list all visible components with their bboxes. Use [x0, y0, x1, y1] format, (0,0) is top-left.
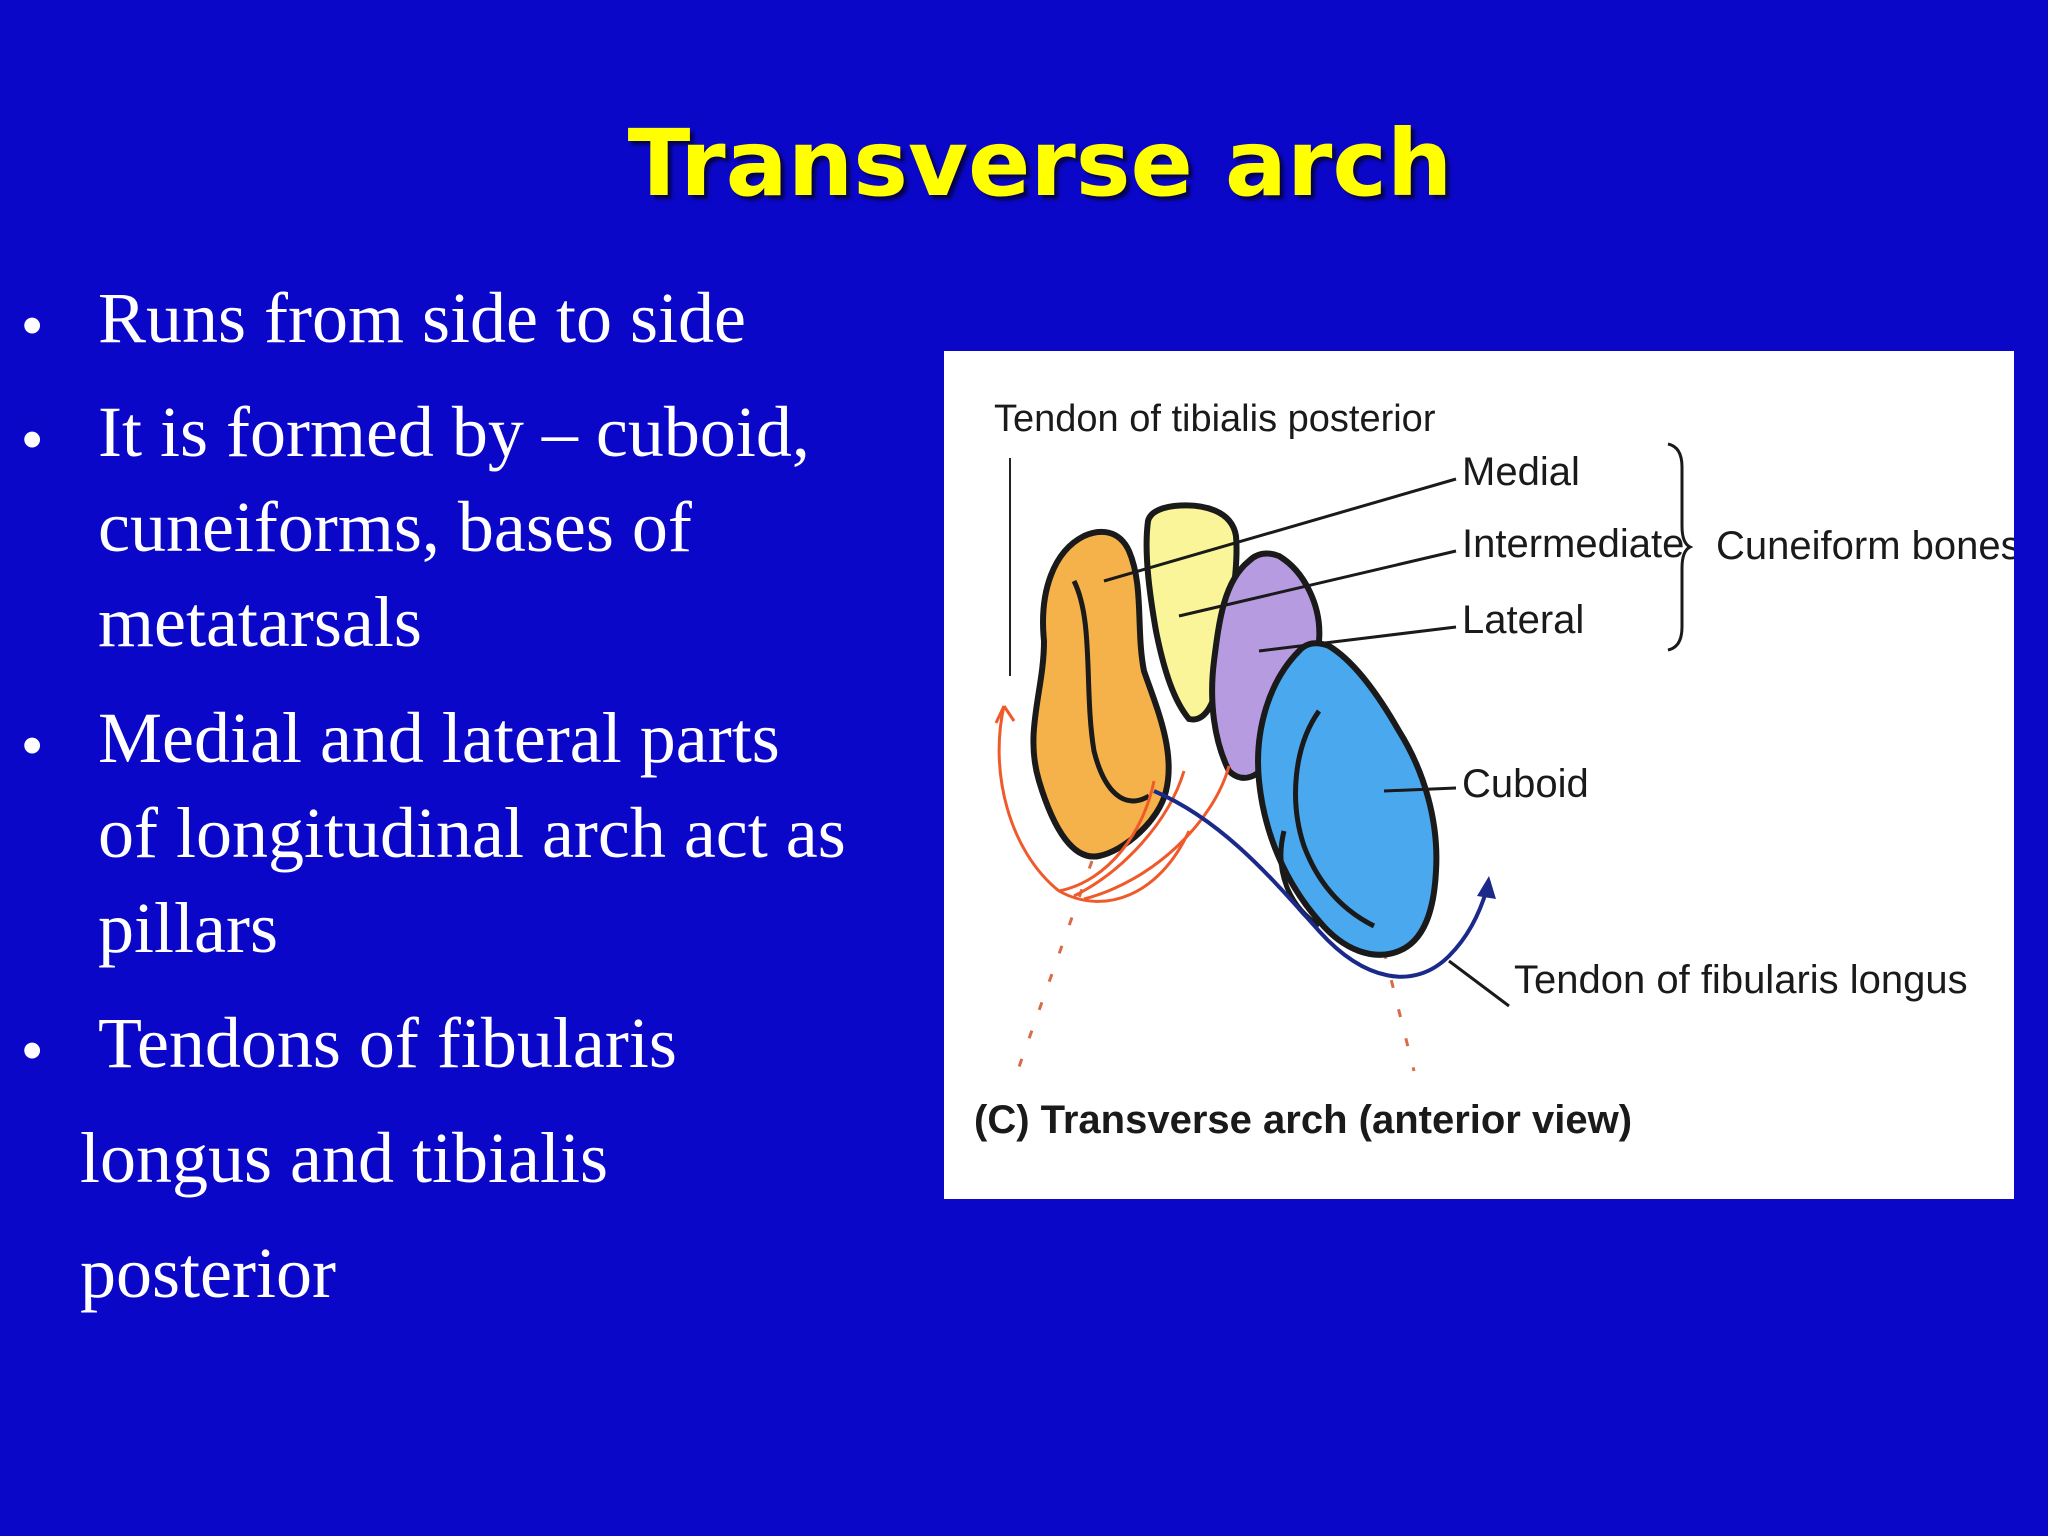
tibialis-tendon-main — [997, 705, 1191, 903]
bullet-3-line-1: Medial and lateral parts — [98, 698, 780, 778]
cuneiform-brace — [1667, 442, 1694, 652]
arch-diagram: Tendon of tibialis posterior Medial Inte… — [974, 398, 2014, 1142]
fibularis-arrowhead — [1477, 876, 1496, 899]
medial-leader — [1103, 477, 1457, 583]
label-cuboid: Cuboid — [1462, 762, 1589, 806]
fibularis-leader — [1448, 959, 1510, 1008]
bullet-4-line-1: Tendons of fibularis — [98, 1003, 677, 1083]
bullet-3-line-3: pillars — [98, 888, 278, 968]
cuboid-inner-edge — [1293, 709, 1376, 929]
fibularis-tendon — [1153, 789, 1491, 979]
tibialis-tendon-slip-1 — [1058, 780, 1156, 893]
figure-caption: (C) Transverse arch (anterior view) — [974, 1098, 1632, 1142]
bullet-3-line-2: of longitudinal arch act as — [98, 793, 846, 873]
bullet-1-line-1: Runs from side to side — [98, 278, 746, 358]
label-medial: Medial — [1462, 450, 1580, 494]
bullet-marker: • — [22, 293, 43, 358]
lateral-leader — [1258, 625, 1457, 653]
tibialis-tendon-slip-2 — [1073, 770, 1186, 898]
label-lateral: Lateral — [1462, 598, 1584, 642]
bullet-2-line-3: metatarsals — [98, 582, 422, 662]
tibialis-tendon-slip-3 — [1083, 765, 1231, 901]
label-tibialis-posterior: Tendon of tibialis posterior — [994, 398, 1436, 440]
dashed-line-right — [1382, 950, 1416, 1072]
cuboid-leader — [1383, 786, 1457, 793]
slide-title: Transverse arch — [627, 110, 1453, 217]
bullet-2-line-1: It is formed by – cuboid, — [98, 392, 810, 472]
bullet-marker: • — [22, 1018, 43, 1083]
bullet-marker: • — [22, 407, 43, 472]
label-fibularis-longus: Tendon of fibularis longus — [1514, 958, 1968, 1002]
transverse-arch-figure: Tendon of tibialis posterior Medial Inte… — [944, 351, 2014, 1199]
bullet-2-line-2: cuneiforms, bases of — [98, 487, 692, 567]
label-intermediate: Intermediate — [1462, 522, 1684, 566]
medial-cuneiform — [1030, 528, 1172, 860]
cuboid-bone — [1255, 640, 1440, 958]
bullet-4-continuation-2: posterior — [80, 1233, 336, 1313]
medial-cuneiform-edge — [1071, 579, 1151, 804]
bullet-marker: • — [22, 713, 43, 778]
bullet-4-continuation-1: longus and tibialis — [80, 1118, 608, 1198]
intermediate-leader — [1178, 549, 1457, 618]
label-cuneiform-bones: Cuneiform bones — [1716, 524, 2014, 568]
tibialis-arrowhead — [994, 705, 1016, 724]
